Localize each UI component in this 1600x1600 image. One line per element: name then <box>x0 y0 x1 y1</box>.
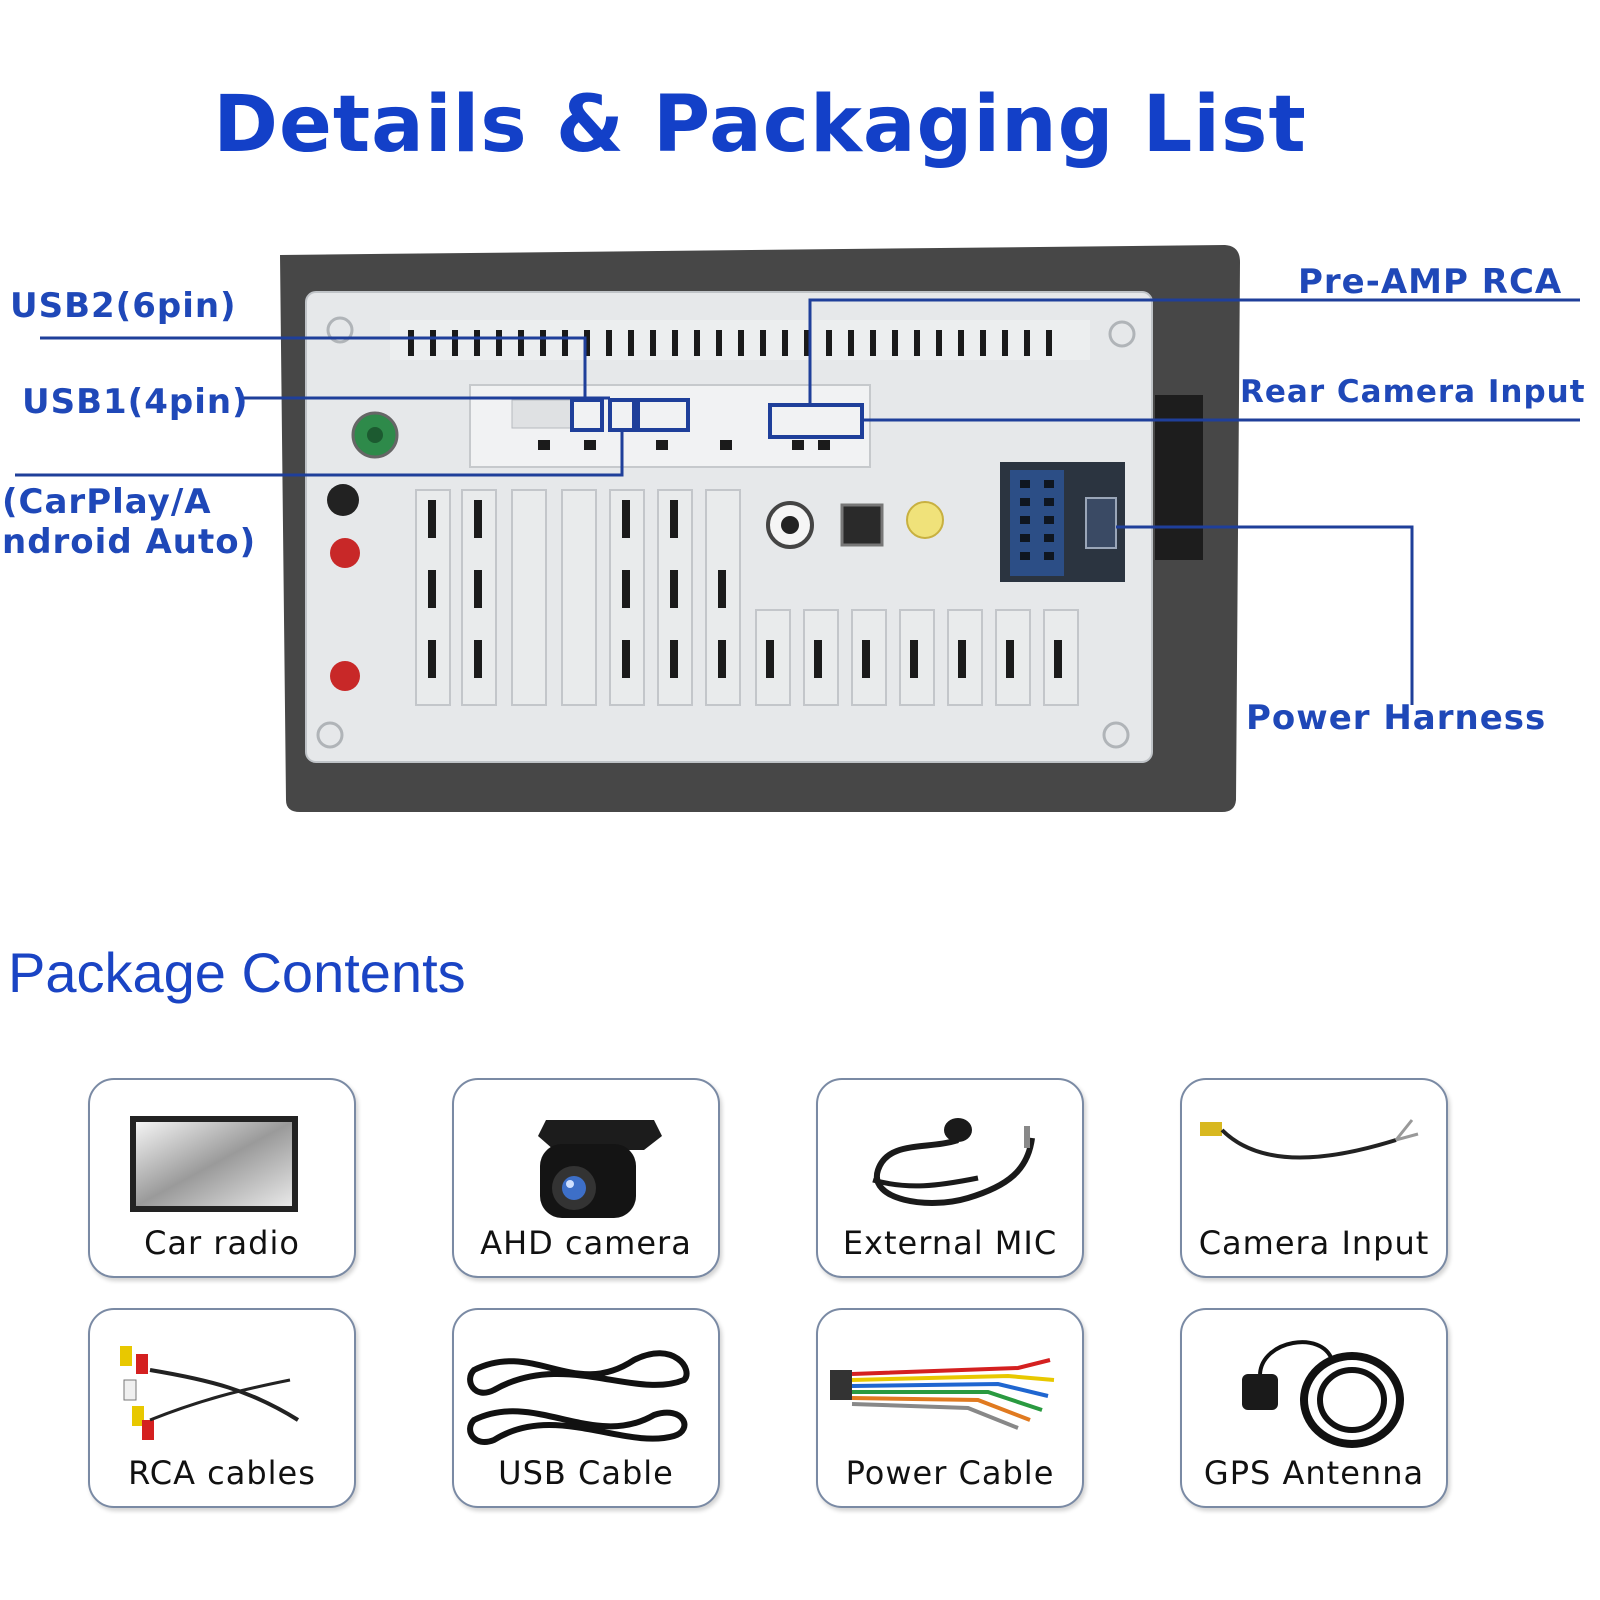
package-item-car-radio: Car radio <box>88 1078 356 1278</box>
package-item-label: RCA cables <box>128 1454 316 1492</box>
package-item-label: Car radio <box>144 1224 300 1262</box>
package-item-usb-cable: USB Cable <box>452 1308 720 1508</box>
package-item-external-mic: External MIC <box>816 1078 1084 1278</box>
page-title: Details & Packaging List <box>213 80 1307 170</box>
screw-hole <box>1102 721 1130 749</box>
package-item-power-cable: Power Cable <box>816 1308 1084 1508</box>
package-item-label: AHD camera <box>480 1224 692 1262</box>
callout-preamp: Pre-AMP RCA <box>1298 262 1563 302</box>
power-cable-icon <box>830 1358 1055 1430</box>
vent-slots <box>408 330 1052 356</box>
package-item-gps-antenna: GPS Antenna <box>1180 1308 1448 1508</box>
leader-lines <box>15 298 1580 705</box>
camera-icon <box>538 1120 662 1218</box>
callout-rear-camera: Rear Camera Input <box>1240 374 1586 410</box>
screw-hole <box>326 316 354 344</box>
callout-power-harness: Power Harness <box>1246 698 1547 738</box>
rca-cable-icon <box>120 1346 300 1440</box>
microphone-icon <box>872 1118 1035 1206</box>
red-jack <box>330 661 360 691</box>
screw-hole <box>316 721 344 749</box>
car-radio-icon <box>130 1116 298 1212</box>
package-contents-title: Package Contents <box>8 941 466 1004</box>
black-jack <box>327 484 359 516</box>
package-item-rca-cables: RCA cables <box>88 1308 356 1508</box>
package-item-label: USB Cable <box>498 1454 674 1492</box>
callout-usb1: USB1(4pin) <box>22 382 249 422</box>
package-item-label: Power Cable <box>845 1454 1055 1492</box>
package-item-label: External MIC <box>842 1224 1058 1262</box>
camera-cable-icon <box>1200 1119 1419 1160</box>
red-jack <box>330 538 360 568</box>
usb-cable-icon <box>467 1350 690 1445</box>
package-item-label: GPS Antenna <box>1203 1454 1425 1492</box>
callout-carplay-line1: (CarPlay/A <box>2 482 212 522</box>
screw-hole <box>1108 320 1136 348</box>
package-item-camera-input: Camera Input <box>1180 1078 1448 1278</box>
package-item-ahd-camera: AHD camera <box>452 1078 720 1278</box>
callout-carplay-line2: ndroid Auto) <box>2 522 257 562</box>
device-rear-panel-diagram <box>15 245 1580 812</box>
callout-usb2: USB2(6pin) <box>10 286 237 326</box>
package-item-label: Camera Input <box>1198 1224 1430 1262</box>
optical-port <box>840 503 884 547</box>
gps-antenna-icon <box>1242 1340 1404 1448</box>
